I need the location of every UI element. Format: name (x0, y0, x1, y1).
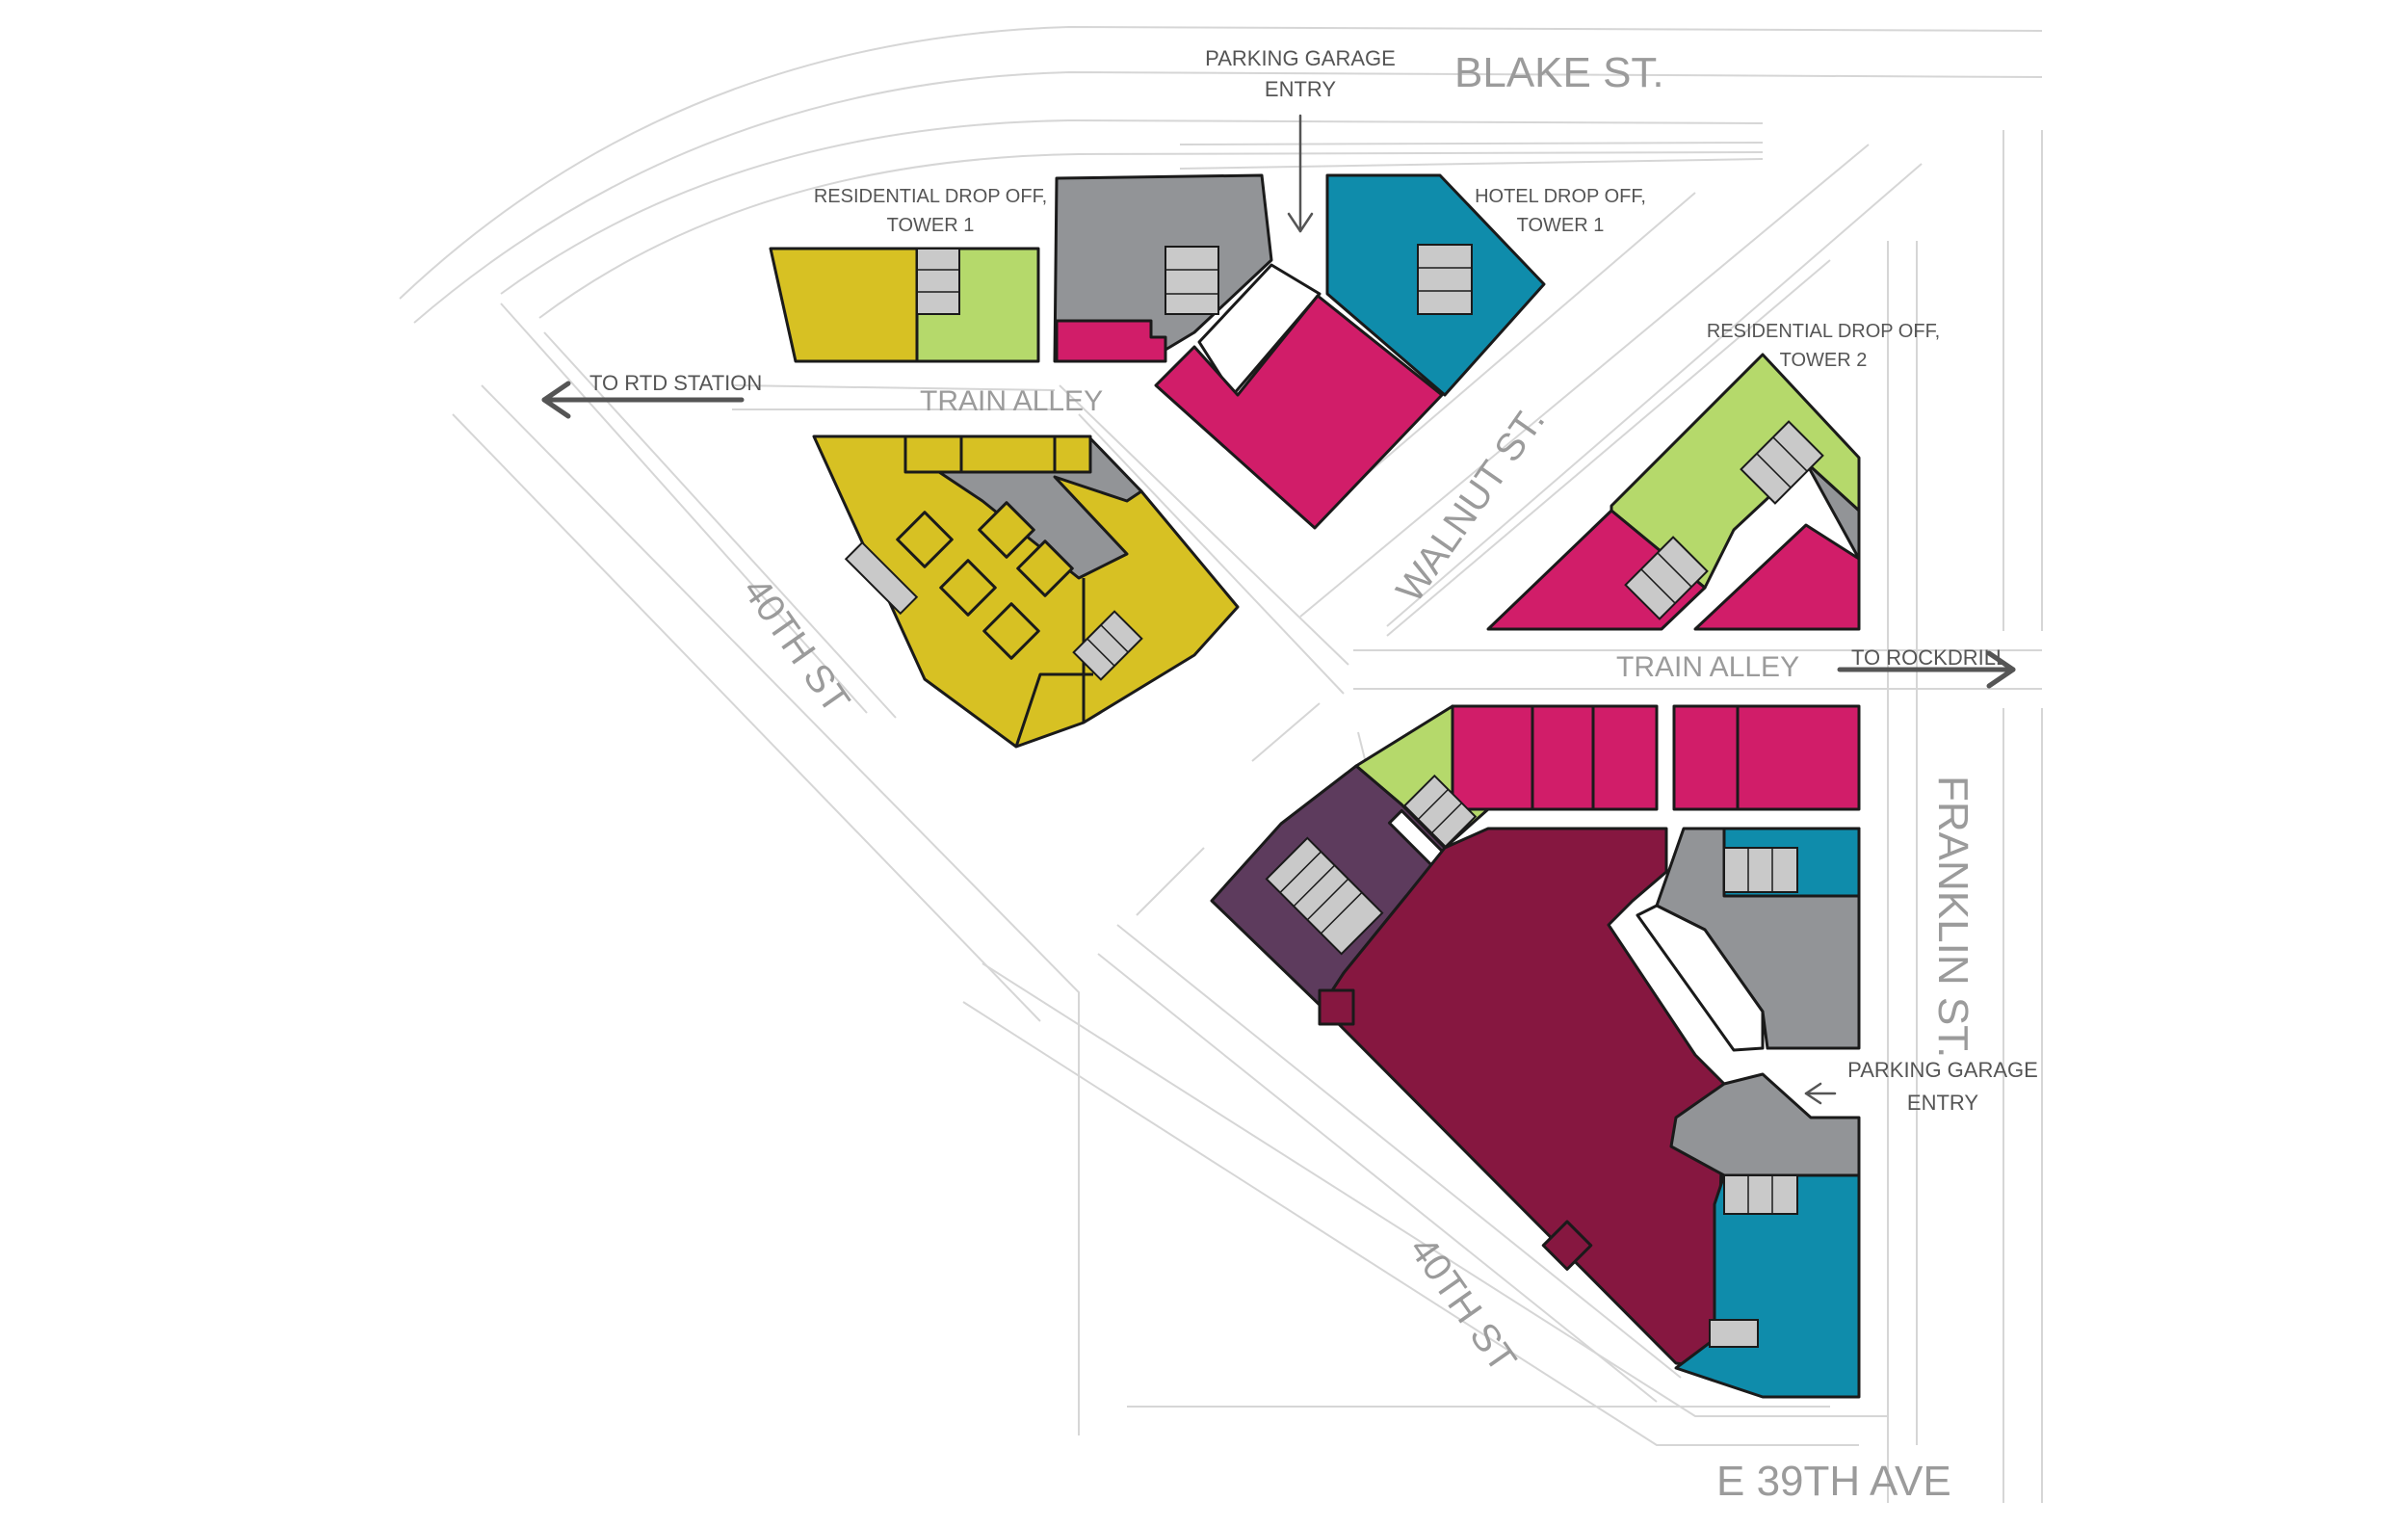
block-nw (769, 173, 1322, 397)
core-tower1-res (916, 248, 960, 315)
arrow-to-rockdrill (1837, 650, 2016, 689)
label-parking-entry-east: PARKING GARAGE ENTRY (1847, 1058, 2038, 1115)
arrow-to-rtd-station (541, 381, 745, 419)
office-bay-2 (1531, 704, 1595, 811)
kiosk-3 (982, 602, 1040, 660)
retail-partition-w (1014, 672, 1093, 748)
anchor-retail-se (1320, 827, 1726, 1370)
kiosk-5 (1016, 540, 1074, 597)
block-se (1210, 704, 1861, 1399)
label-res-dropoff-2-line1: RESIDENTIAL DROP OFF, (1707, 321, 1940, 342)
retail-space-nw (769, 247, 919, 363)
parking-ramp-se (1636, 904, 1765, 1052)
office-bay-1 (1451, 704, 1534, 811)
label-residential-dropoff-tower1: RESIDENTIAL DROP OFF, TOWER 1 (814, 186, 1047, 236)
street-label-train-alley-east: TRAIN ALLEY (1616, 651, 1799, 683)
anchor-notch-2 (1541, 1220, 1593, 1271)
parking-garage-nw (1053, 173, 1273, 363)
street-label-blake: BLAKE ST. (1454, 49, 1664, 96)
core-residential-se (1402, 774, 1478, 849)
core-retail-w (1072, 610, 1143, 681)
stair-hotel-se (1709, 1319, 1759, 1348)
retail-bay-1 (903, 434, 963, 474)
core-tower2-upper (1740, 420, 1824, 505)
anchor-notch-1 (1318, 988, 1355, 1026)
core-parking-se (1723, 847, 1798, 893)
core-parking-nw (1165, 246, 1219, 315)
office-bay-3 (1591, 704, 1659, 811)
label-res-dropoff-1-line2: TOWER 1 (887, 215, 975, 236)
street-label-e39th: E 39TH AVE (1716, 1458, 1951, 1505)
office-bay-5 (1736, 704, 1861, 811)
office-space-ne-right (1693, 523, 1861, 631)
core-hotel-se (1723, 1174, 1798, 1215)
street-label-40th-south: 40TH ST (1401, 1229, 1525, 1380)
label-parking-entry-east-line1: PARKING GARAGE (1847, 1058, 2038, 1082)
label-parking-entry-north-line1: PARKING GARAGE (1205, 46, 1396, 70)
street-label-train-alley-west: TRAIN ALLEY (920, 385, 1103, 417)
label-res-dropoff-1-line1: RESIDENTIAL DROP OFF, (814, 186, 1047, 207)
block-w (812, 434, 1240, 749)
street-label-40th-west: 40TH ST (735, 570, 858, 721)
kiosk-1 (896, 511, 954, 568)
label-parking-entry-north-line2: ENTRY (1265, 77, 1336, 101)
street-linework (399, 25, 2043, 1503)
label-hotel-dropoff-line1: HOTEL DROP OFF, (1475, 186, 1646, 207)
core-tower2-lower (1624, 536, 1709, 620)
street-label-franklin: FRANKLIN ST. (1929, 776, 1976, 1058)
label-res-dropoff-2-line2: TOWER 2 (1780, 350, 1868, 371)
core-hotel-tower1 (1417, 244, 1473, 315)
parking-garage-ne (1804, 461, 1861, 561)
office-space-n (1154, 294, 1444, 530)
arrow-parking-entry-east (1804, 1082, 1837, 1105)
label-parking-entry-north: PARKING GARAGE ENTRY (1205, 46, 1396, 101)
office-bay-4 (1672, 704, 1740, 811)
core-amenity-se (1265, 836, 1384, 956)
label-hotel-dropoff-line2: TOWER 1 (1517, 215, 1605, 236)
arrow-parking-entry-north (1287, 114, 1314, 233)
office-space-nw (1055, 319, 1167, 363)
retail-bay-3 (1053, 434, 1092, 474)
kiosk-2 (939, 559, 997, 617)
kiosk-4 (978, 501, 1035, 559)
stair-retail-w (844, 540, 919, 616)
retail-bay-2 (959, 434, 1057, 474)
label-hotel-dropoff-tower1: HOTEL DROP OFF, TOWER 1 (1475, 186, 1646, 236)
block-ne (1486, 353, 1861, 631)
label-to-rockdrill: TO ROCKDRILL (1851, 645, 2007, 670)
label-residential-dropoff-tower2: RESIDENTIAL DROP OFF, TOWER 2 (1707, 321, 1940, 371)
label-parking-entry-east-line2: ENTRY (1907, 1091, 1978, 1115)
label-to-rtd-station: TO RTD STATION (589, 371, 762, 395)
